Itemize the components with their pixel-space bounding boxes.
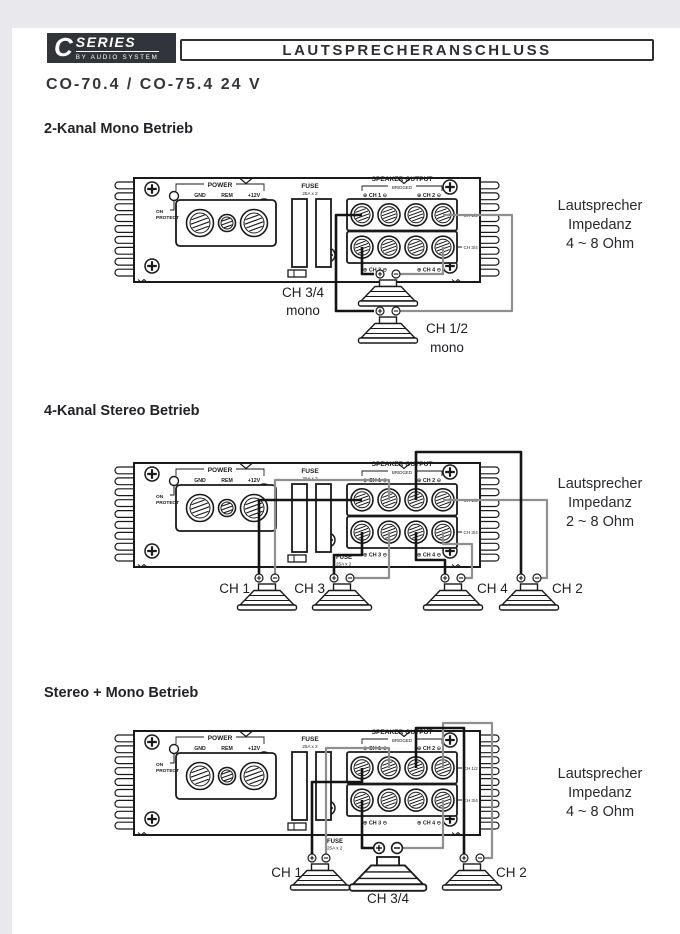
- spk4-label: CH 2: [552, 581, 583, 596]
- svg-text:Impedanz: Impedanz: [568, 785, 632, 801]
- minus-terminal-icon: [532, 573, 542, 583]
- section-heading-2: 4-Kanal Stereo Betrieb: [44, 403, 200, 419]
- plus-terminal-icon: [372, 841, 386, 855]
- minus-terminal-icon: [391, 269, 401, 279]
- amplifier-panel: [115, 176, 499, 282]
- speaker-ch2: [441, 863, 503, 891]
- section-heading-1: 2-Kanal Mono Betrieb: [44, 121, 194, 137]
- svg-text:Lautsprecher: Lautsprecher: [558, 198, 643, 214]
- spk2-sub: mono: [430, 340, 464, 355]
- wires-negative: [400, 213, 514, 313]
- fuse2-label: FUSE: [336, 555, 352, 561]
- speaker-ch2: [498, 583, 560, 611]
- minus-terminal-icon: [456, 573, 466, 583]
- fuse2-rating: 25A x 2: [327, 846, 343, 851]
- wires-negative: [324, 721, 494, 860]
- logo-series-text: SERIES: [75, 35, 159, 53]
- brand-logo: C SERIES BY AUDIO SYSTEM: [47, 33, 176, 63]
- wires-negative: [273, 478, 549, 580]
- plus-terminal-icon: [440, 573, 450, 583]
- impedance-note: Lautsprecher Impedanz 2 ~ 8 Ohm: [558, 476, 643, 530]
- spk2-label: CH 3: [294, 581, 325, 596]
- plus-terminal-icon: [375, 269, 385, 279]
- logo-text-block: SERIES BY AUDIO SYSTEM: [75, 35, 159, 61]
- speaker-ch4: [422, 583, 484, 611]
- svg-text:Impedanz: Impedanz: [568, 217, 632, 233]
- spk3-label: CH 4: [477, 581, 508, 596]
- plus-terminal-icon: [459, 853, 469, 863]
- logo-c-mark: C: [54, 32, 73, 63]
- plus-terminal-icon: [516, 573, 526, 583]
- minus-terminal-icon: [475, 853, 485, 863]
- svg-text:Lautsprecher: Lautsprecher: [558, 766, 643, 782]
- svg-text:4 ~ 8 Ohm: 4 ~ 8 Ohm: [566, 804, 634, 820]
- fuse2-label: FUSE: [327, 839, 343, 845]
- spk1-label: CH 1: [219, 581, 250, 596]
- model-number: CO-70.4 / CO-75.4 24 V: [46, 76, 262, 93]
- impedance-note: Lautsprecher Impedanz 4 ~ 8 Ohm: [558, 198, 643, 252]
- spk1-sub: mono: [286, 303, 320, 318]
- amplifier-panel: [115, 729, 499, 835]
- logo-subtitle: BY AUDIO SYSTEM: [75, 53, 159, 61]
- minus-terminal-icon: [391, 306, 401, 316]
- plus-terminal-icon: [375, 306, 385, 316]
- wires-positive: [257, 450, 523, 574]
- spk1-label: CH 1: [271, 865, 302, 880]
- minus-terminal-icon: [321, 853, 331, 863]
- section-heading-3: Stereo + Mono Betrieb: [44, 685, 199, 701]
- speaker-ch12-mono: [357, 316, 419, 344]
- svg-text:Impedanz: Impedanz: [568, 495, 632, 511]
- svg-text:Lautsprecher: Lautsprecher: [558, 476, 643, 492]
- spk1-label: CH 3/4: [282, 285, 325, 300]
- amplifier-panel: [115, 461, 499, 567]
- plus-terminal-icon: [329, 573, 339, 583]
- page-title: LAUTSPRECHERANSCHLUSS: [180, 39, 654, 61]
- spk2-label: CH 1/2: [426, 321, 468, 336]
- minus-terminal-icon: [390, 841, 404, 855]
- minus-terminal-icon: [270, 573, 280, 583]
- svg-text:2 ~ 8 Ohm: 2 ~ 8 Ohm: [566, 514, 634, 530]
- speaker-ch34-mono: [357, 279, 419, 307]
- wires-positive: [310, 726, 466, 854]
- plus-terminal-icon: [307, 853, 317, 863]
- spk2-label: CH 3/4: [367, 891, 410, 906]
- spk3-label: CH 2: [496, 865, 527, 880]
- svg-text:4 ~ 8 Ohm: 4 ~ 8 Ohm: [566, 236, 634, 252]
- minus-terminal-icon: [345, 573, 355, 583]
- impedance-note: Lautsprecher Impedanz 4 ~ 8 Ohm: [558, 766, 643, 820]
- fuse2-rating: 25A x 2: [336, 562, 352, 567]
- speaker-ch34-bridged: [348, 856, 428, 892]
- diagram-stereo-mono: FUSE 25A x 2 CH 1 CH 3/4 CH 2 Lautsprech…: [0, 721, 643, 906]
- diagram-4ch-stereo: FUSE 25A x 2 CH 1 CH 3 CH 4 CH 2 Lautspr…: [0, 450, 643, 611]
- diagram-2ch-mono: CH 3/4 mono CH 1/2 mono Lautsprecher Imp…: [0, 165, 643, 355]
- plus-terminal-icon: [254, 573, 264, 583]
- wires-positive: [334, 213, 374, 313]
